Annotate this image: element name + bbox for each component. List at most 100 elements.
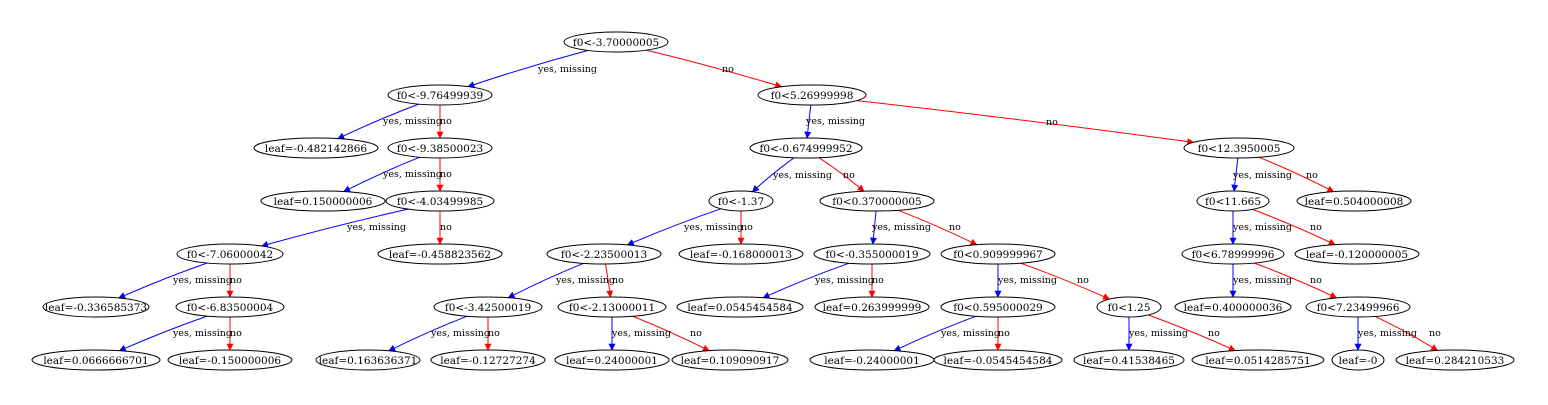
leaf-node: leaf=0.0514285751 [1191, 349, 1325, 371]
split-node-label: f0<-9.76499939 [397, 90, 483, 102]
edge-label-yes: yes, missing [1128, 328, 1188, 339]
leaf-node-ellipse [42, 296, 150, 318]
edge-yes-n6-n11 [1231, 157, 1239, 192]
leaf-node-label: leaf=0.109090917 [681, 355, 780, 367]
leaf-node-label: leaf=-0.0545454584 [944, 355, 1053, 367]
split-node: f0<11.665 [1196, 190, 1270, 212]
split-node: f0<12.3950005 [1183, 137, 1295, 159]
leaf-node-ellipse [430, 349, 546, 371]
leaf-node-label: leaf=-0.150000006 [179, 355, 282, 367]
leaf-node-ellipse [1174, 296, 1292, 318]
edge-label-no: no [949, 222, 961, 233]
split-node-ellipse [387, 137, 493, 159]
split-node: f0<0.595000029 [940, 296, 1056, 318]
edge-label-no: no [872, 275, 884, 286]
edge-yes-n10-n17 [869, 210, 877, 245]
split-node-label: f0<0.370000005 [832, 196, 922, 208]
leaf-node: leaf=-0.24000001 [809, 349, 935, 371]
edge-label-no: no [1310, 275, 1322, 286]
leaf-node-label: leaf=-0.12727274 [440, 355, 536, 367]
edge-no-n30-n42 [1375, 315, 1439, 351]
split-node-ellipse [813, 243, 931, 265]
leaf-node-label: leaf=0.504000008 [1305, 196, 1404, 208]
edge-label-no: no [998, 328, 1010, 339]
split-node: f0<-2.23500013 [546, 243, 662, 265]
leaf-node: leaf=-0.482142866 [253, 137, 379, 159]
leaf-node-label: leaf=-0.120000005 [1306, 249, 1408, 261]
split-node: f0<-3.42500019 [433, 296, 543, 318]
split-node-label: f0<5.26999998 [771, 90, 854, 102]
edge-label-yes: yes, missing [997, 275, 1057, 286]
leaf-node-ellipse [315, 349, 421, 371]
leaf-node: leaf=-0.336585373 [42, 296, 150, 318]
split-node-ellipse [819, 190, 935, 212]
edge-yes-n8-n13 [261, 208, 409, 248]
edge-yes-n22-n31 [118, 315, 208, 352]
split-node-label: f0<11.665 [1205, 196, 1261, 208]
split-node-label: f0<-3.70000005 [573, 37, 659, 49]
split-node-label: f0<12.3950005 [1198, 143, 1281, 155]
leaf-node: leaf=-0.0545454584 [933, 349, 1063, 371]
edge-yes-n9-n15 [626, 208, 722, 246]
leaf-node: leaf=0.163636371 [315, 349, 421, 371]
edge-label-no: no [612, 275, 624, 286]
split-node: f0<-4.03499985 [385, 190, 495, 212]
split-node: f0<-3.70000005 [563, 31, 669, 53]
split-node-label: f0<-2.23500013 [561, 249, 647, 261]
edge-yes-n15-n23 [507, 262, 584, 299]
edge-yes-n5-n9 [751, 157, 795, 193]
leaf-node: leaf=-0.120000005 [1294, 243, 1420, 265]
edges-layer [118, 49, 1439, 352]
split-node-label: f0<0.595000029 [953, 302, 1043, 314]
edge-label-yes: yes, missing [537, 64, 597, 75]
split-node: f0<6.78999996 [1181, 243, 1285, 265]
leaf-node: leaf=0.41538465 [1073, 349, 1185, 371]
split-node: f0<-0.674999952 [749, 137, 863, 159]
edge-label-yes: yes, missing [1357, 328, 1417, 339]
split-node-ellipse [1305, 296, 1411, 318]
leaf-node: leaf=0.400000036 [1174, 296, 1292, 318]
edge-no-n18-n28 [1020, 262, 1111, 300]
leaf-node-label: leaf=0.0666666701 [43, 355, 148, 367]
leaf-node-label: leaf=0.263999999 [823, 302, 922, 314]
edge-no-n0-n2 [645, 49, 783, 89]
leaf-node-label: leaf=0.0545454584 [687, 302, 793, 314]
leaf-node-label: leaf=0.150000006 [274, 196, 373, 208]
edge-label-no: no [440, 116, 452, 127]
split-node: f0<1.25 [1096, 296, 1162, 318]
split-node-ellipse [1181, 243, 1285, 265]
leaf-node-ellipse [167, 349, 293, 371]
edge-label-no: no [1046, 117, 1058, 128]
edge-no-n6-n12 [1259, 156, 1335, 193]
split-node-label: f0<-2.13000011 [569, 302, 655, 314]
leaf-node-ellipse [554, 349, 670, 371]
leaf-node-label: leaf=0.24000001 [566, 355, 658, 367]
edge-no-n10-n18 [898, 209, 978, 246]
leaf-node-label: leaf=-0 [1339, 355, 1378, 367]
leaf-node-label: leaf=-0.336585373 [45, 302, 147, 314]
split-node-ellipse [749, 137, 863, 159]
split-node-ellipse [940, 243, 1056, 265]
edge-label-yes: yes, missing [772, 170, 832, 181]
edge-label-yes: yes, missing [172, 275, 232, 286]
split-node: f0<-7.06000042 [176, 243, 284, 265]
edge-no-n11-n20 [1252, 208, 1336, 246]
split-node-ellipse [433, 296, 543, 318]
edge-no-n5-n10 [818, 157, 865, 192]
edge-label-no: no [230, 328, 242, 339]
split-node: f0<-1.37 [708, 190, 774, 212]
leaf-node-ellipse [814, 296, 930, 318]
edge-label-no: no [488, 328, 500, 339]
split-node-label: f0<-6.83500004 [187, 302, 274, 314]
leaf-node-ellipse [377, 243, 503, 265]
split-node-ellipse [708, 190, 774, 212]
edge-label-no: no [1429, 328, 1441, 339]
leaf-node-label: leaf=-0.458823562 [389, 249, 491, 261]
split-node: f0<-0.355000019 [813, 243, 931, 265]
leaf-node-ellipse [678, 243, 804, 265]
edge-yes-n13-n21 [118, 262, 208, 299]
leaf-node: leaf=0.24000001 [554, 349, 670, 371]
edge-label-no: no [690, 328, 702, 339]
leaf-node-ellipse [1294, 243, 1420, 265]
split-node-label: f0<-3.42500019 [445, 302, 531, 314]
